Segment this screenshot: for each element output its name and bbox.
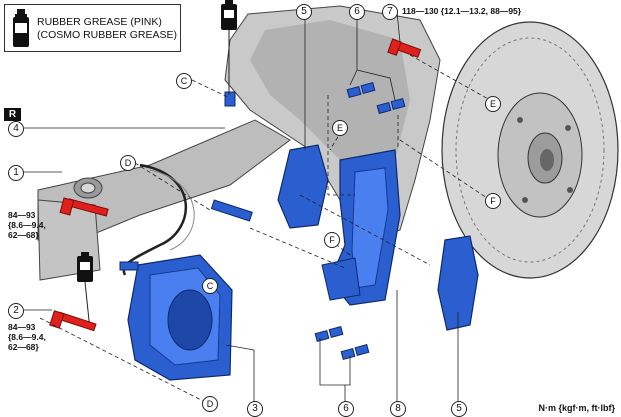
callout-3: 3 bbox=[247, 401, 263, 417]
guide-pin-lower bbox=[210, 199, 253, 222]
torque-spec-2: 84—93 {8.6—9.4, 62—68} bbox=[8, 322, 46, 352]
legend-line-1: RUBBER GREASE (PINK) bbox=[37, 16, 162, 28]
torque-2-line-a: 84—93 bbox=[8, 322, 36, 332]
bolt-1 bbox=[59, 197, 109, 217]
outer-brake-pad bbox=[437, 235, 479, 331]
callout-f-right: F bbox=[485, 193, 501, 209]
torque-2-line-c: 62—68} bbox=[8, 342, 39, 352]
grease-tube-icon bbox=[77, 252, 93, 282]
torque-1-line-a: 84—93 bbox=[8, 210, 36, 220]
callout-d-top: D bbox=[120, 155, 136, 171]
torque-1-line-b: {8.6—9.4, bbox=[8, 220, 46, 230]
grease-tube-icon bbox=[221, 0, 237, 30]
unit-note: N·m {kgf·m, ft·lbf} bbox=[538, 403, 616, 413]
brake-disc bbox=[441, 21, 619, 279]
callout-c-mid: C bbox=[202, 278, 218, 294]
callout-d-bottom: D bbox=[202, 396, 218, 412]
bolt-7 bbox=[387, 38, 422, 58]
torque-spec-7: 118—130 {12.1—13.2, 88—95} bbox=[402, 6, 522, 16]
callout-6-top: 6 bbox=[349, 4, 365, 20]
side-marker: R bbox=[4, 108, 21, 121]
callout-8: 8 bbox=[390, 401, 406, 417]
pad-clips-top bbox=[346, 81, 406, 115]
pad-clips-bottom bbox=[314, 325, 370, 361]
callout-4: 4 bbox=[8, 121, 24, 137]
callout-5-bottom: 5 bbox=[451, 401, 467, 417]
callout-1: 1 bbox=[8, 165, 24, 181]
inner-brake-pad bbox=[277, 144, 329, 229]
caliper-bracket bbox=[321, 149, 401, 306]
callout-6-bottom: 6 bbox=[338, 401, 354, 417]
callout-7: 7 bbox=[382, 4, 398, 20]
guide-pin-upper bbox=[224, 91, 236, 107]
callout-5-top: 5 bbox=[296, 4, 312, 20]
legend-line-2: (COSMO RUBBER GREASE) bbox=[37, 29, 178, 41]
torque-2-line-b: {8.6—9.4, bbox=[8, 332, 46, 342]
callout-e-upper: E bbox=[332, 120, 348, 136]
callout-f-left: F bbox=[324, 232, 340, 248]
grease-tube-icon bbox=[13, 9, 29, 47]
caliper-body bbox=[119, 254, 233, 381]
torque-spec-1: 84—93 {8.6—9.4, 62—68} bbox=[8, 210, 46, 240]
legend-label: RUBBER GREASE (PINK) (COSMO RUBBER GREAS… bbox=[37, 16, 177, 42]
torque-1-line-c: 62—68} bbox=[8, 230, 39, 240]
knuckle-shadow bbox=[250, 20, 410, 190]
bolt-2 bbox=[49, 310, 97, 332]
callout-c-top: C bbox=[176, 73, 192, 89]
legend-box: RUBBER GREASE (PINK) (COSMO RUBBER GREAS… bbox=[4, 4, 181, 52]
callout-2: 2 bbox=[8, 303, 24, 319]
callout-e-right: E bbox=[485, 96, 501, 112]
